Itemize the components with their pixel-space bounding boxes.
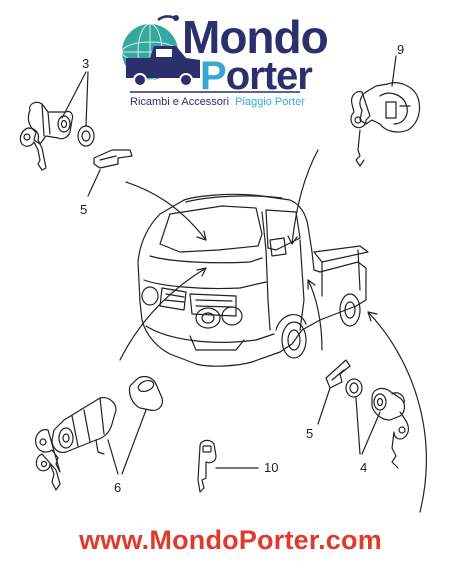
key-part-10 [197,439,217,493]
lock-assembly-bottom-right [325,359,410,469]
callout-5-bottom: 5 [306,426,314,441]
callout-10: 10 [264,460,279,475]
logo-porter-initial: P [200,54,227,98]
logo-emblem [121,15,300,93]
callout-4: 4 [360,460,368,475]
footer-website-url[interactable]: www.MondoPorter.com [79,525,382,555]
lock-assembly-top-right [350,82,421,167]
logo-word-mondo: Mondo [182,11,329,63]
lock-assembly-bottom-left [35,375,163,491]
callout-9: 9 [397,42,405,57]
logo-tagline: Ricambi e Accessori Piaggio Porter [130,96,305,108]
truck-illustration [137,193,369,367]
callout-5-top: 5 [80,202,88,217]
callout-3: 3 [82,56,90,71]
callout-6: 6 [114,480,122,495]
logo-word-porter: Porter [200,54,313,98]
logo-porter-rest: orter [225,54,313,98]
lock-assembly-top-left [19,101,133,171]
tagline-left: Ricambi e Accessori [130,96,230,108]
tagline-right: Piaggio Porter [235,96,305,108]
